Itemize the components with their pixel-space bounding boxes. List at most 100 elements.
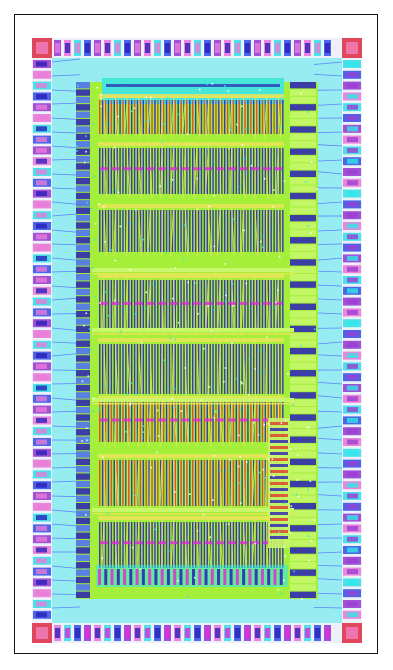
via [174, 338, 177, 341]
right-io-pad-core [347, 299, 358, 305]
bit-slice-wire [184, 519, 188, 573]
bit-slice-metal [130, 522, 133, 568]
bit-slice-wire [266, 519, 269, 573]
via [156, 451, 158, 454]
right-io-pad-core [347, 331, 358, 337]
bit-slice-wire [114, 519, 118, 573]
left-core-column [76, 118, 90, 126]
right-io-pad-core [347, 212, 358, 218]
bit-slice-strap [181, 418, 189, 422]
right-core-column [290, 229, 316, 237]
via [289, 448, 292, 450]
right-logic-cell [270, 440, 288, 443]
right-io-route [313, 523, 343, 526]
bit-slice-metal [133, 344, 136, 394]
via [274, 306, 276, 309]
right-io-pad-core [347, 450, 358, 456]
bit-slice-metal [229, 210, 232, 252]
bottom-control-cell [192, 569, 195, 585]
bit-slice-metal [130, 344, 133, 394]
bit-slice-metal [276, 210, 278, 252]
bit-slice-metal [151, 210, 153, 252]
via [207, 305, 210, 307]
bit-slice-metal [218, 402, 220, 442]
via [95, 238, 97, 241]
via [236, 123, 238, 126]
right-core-column [290, 126, 316, 133]
via [89, 471, 92, 474]
right-io-pad-core [347, 158, 358, 164]
top-io-pad-core [75, 43, 80, 53]
via [208, 386, 211, 388]
top-io-pad-core [275, 43, 280, 53]
bit-slice-metal [165, 148, 168, 194]
right-io-route [313, 103, 343, 106]
via [98, 409, 100, 412]
right-logic-cell [270, 464, 288, 467]
bit-slice-metal [229, 460, 232, 506]
right-io-pad-core [347, 461, 358, 467]
right-logic-cell [270, 470, 288, 473]
bit-slice-wire [229, 145, 233, 199]
via [307, 488, 309, 491]
via [299, 345, 302, 347]
bit-slice-metal [125, 148, 127, 194]
right-core-column [290, 436, 316, 443]
bit-slice-metal [264, 280, 267, 332]
bit-slice-metal [258, 460, 261, 506]
bit-slice-metal [247, 460, 249, 506]
bit-slice-metal [133, 402, 136, 442]
right-core-column [290, 569, 316, 576]
via [225, 469, 227, 472]
via [230, 129, 232, 131]
bit-slice-metal [209, 344, 211, 394]
bottom-io-pad-core [65, 628, 70, 638]
via [224, 84, 226, 87]
bit-slice-strap [204, 541, 213, 545]
bit-slice-metal [235, 522, 238, 568]
via [307, 111, 309, 113]
bit-slice-metal [218, 148, 220, 194]
bit-slice-metal [282, 148, 284, 194]
bit-slice-metal [122, 280, 124, 332]
bit-slice-metal [244, 402, 246, 442]
bit-slice-wire [125, 207, 128, 257]
bit-slice-metal [148, 522, 150, 568]
via [81, 440, 83, 442]
via [296, 454, 299, 456]
via [158, 524, 160, 526]
via [141, 436, 144, 439]
bit-slice-metal [209, 100, 211, 134]
left-core-column [76, 480, 90, 488]
right-io-pad-core [347, 515, 358, 521]
bit-slice-metal [247, 100, 249, 134]
right-io-route [313, 381, 343, 385]
via [161, 140, 164, 143]
via [132, 546, 134, 549]
via [173, 388, 176, 390]
left-io-route [51, 285, 81, 289]
bit-slice-metal [189, 344, 191, 394]
left-io-pad-core [36, 115, 47, 121]
right-core-column [290, 274, 316, 281]
bit-slice-metal [139, 522, 142, 568]
bit-slice-metal [270, 148, 272, 194]
bit-slice-metal [174, 280, 177, 332]
bit-slice-metal [192, 100, 194, 134]
power-rail [98, 142, 284, 146]
via [83, 568, 86, 570]
bit-slice-wire [183, 145, 186, 199]
bit-slice-metal [133, 522, 136, 568]
bit-slice-metal [168, 402, 171, 442]
bit-slice-metal [183, 344, 185, 394]
left-io-route [51, 606, 81, 609]
via [213, 455, 215, 457]
right-core-column [290, 333, 316, 340]
via [124, 430, 127, 433]
bit-slice-metal [212, 522, 214, 568]
via [250, 164, 253, 167]
bit-slice-metal [235, 344, 238, 394]
left-core-column [76, 111, 90, 118]
via [310, 161, 313, 163]
bit-slice-strap [262, 418, 271, 422]
